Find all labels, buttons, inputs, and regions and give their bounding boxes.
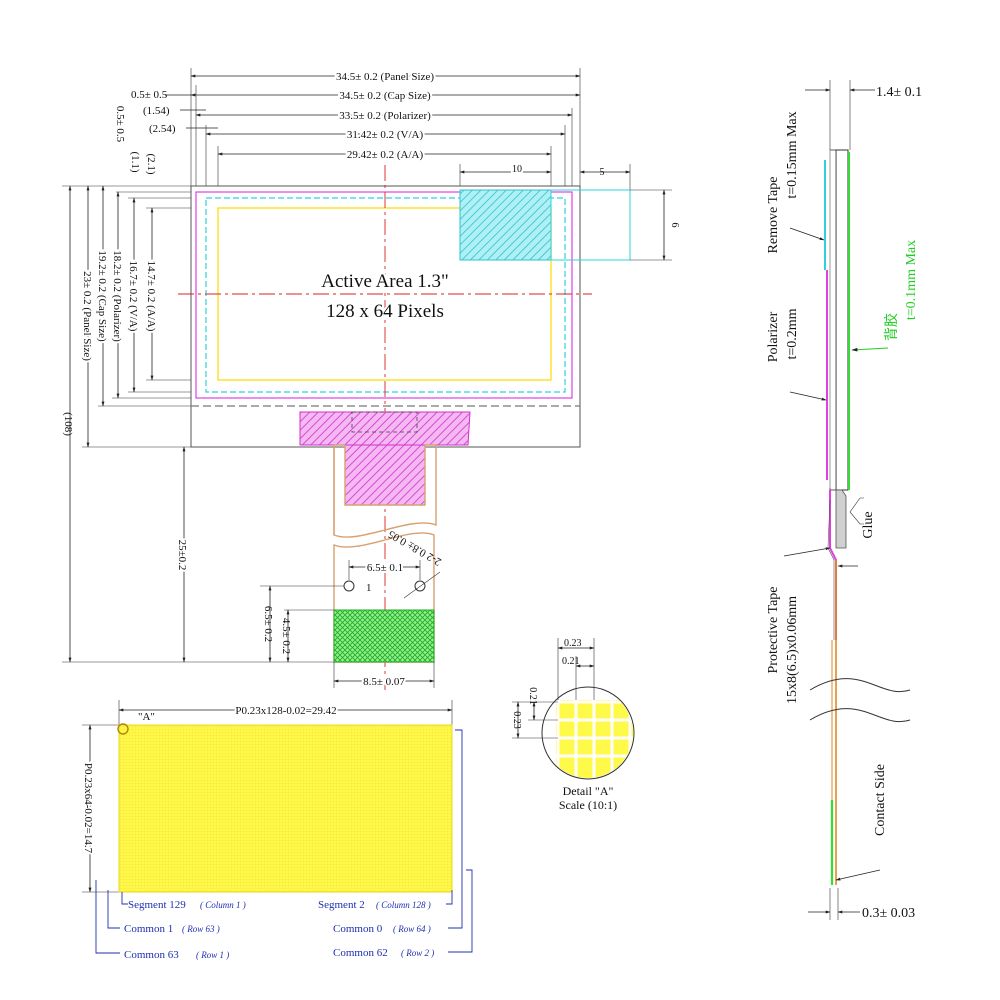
detail-dim-1: 0.23 (564, 638, 582, 649)
pixel-height-label: P0.23x64-0.02=14.7 (82, 763, 94, 854)
detail-scale: Scale (10:1) (559, 798, 617, 812)
fpc-cable: 6.5± 0.1 1 2-2 0.8± 0.05 4.5± 0.2 6.5± 0… (260, 411, 471, 690)
detail-dim-3: 0.21 (527, 687, 538, 705)
dim-six: 6 (669, 223, 680, 228)
contact-side-label: Contact Side (873, 764, 888, 836)
dim-polarizer: 33.5± 0.2 (Polarizer) (339, 110, 431, 122)
common-right-1: Common 0 (333, 923, 383, 935)
pin-one-label: 1 (366, 582, 372, 594)
dim-contact-height: 4.5± 0.2 (280, 618, 292, 654)
detail-a-marker (117, 723, 129, 735)
dim-v1: (1.1) (129, 151, 141, 172)
protective-tape-label: Protective Tape (766, 586, 781, 673)
dim-pol-height: 18.2± 0.2 (Polarizer) (111, 250, 123, 342)
back-glue-label: 背胶 (883, 313, 900, 341)
polarizer-outline (195, 191, 573, 399)
active-area-pixels: 128 x 64 Pixels (326, 301, 444, 322)
dim-left-offset: 0.5± 0.5 (131, 89, 168, 101)
polarizer-label: Polarizer (766, 311, 781, 362)
common-left-1-sub: ( Row 63 ) (182, 924, 220, 934)
dim-fpc-length: 25±0.2 (176, 540, 188, 571)
dim-v2: (2.1) (145, 153, 157, 174)
back-glue-thickness: t=0.1mm Max (904, 240, 919, 320)
remove-tape-thickness: t=0.15mm Max (785, 111, 800, 198)
dim-cap-height: 19.2± 0.2 (Cap Size) (96, 250, 108, 342)
detail-dim-2: 0.21 (562, 656, 580, 667)
detail-title: Detail "A" (563, 784, 614, 798)
remove-tape-tab (459, 189, 552, 261)
dim-pol-offset: (1.54) (143, 105, 170, 117)
dim-ten: 10 (512, 164, 522, 175)
common-left-1: Common 1 (124, 923, 173, 935)
dim-fpc-height: 6.5± 0.2 (262, 606, 274, 642)
front-view: 34.5± 0.2 (Panel Size) 34.5± 0.2 (Cap Si… (62, 68, 680, 690)
common-right-2-sub: ( Row 2 ) (401, 948, 434, 958)
segment-left-sub: ( Column 1 ) (200, 900, 246, 910)
common-right-2: Common 62 (333, 947, 388, 959)
segment-right-sub: ( Column 128 ) (376, 900, 431, 910)
detail-a-ref: "A" (138, 711, 155, 723)
detail-a: 0.23 0.21 0.21 0.23 Detail "A" Scale (10… (511, 638, 635, 812)
glue-label: Glue (861, 511, 876, 538)
side-bottom-dim: 0.3± 0.03 (862, 906, 915, 921)
dim-aa-height: 14.7± 0.2 (A/A) (145, 261, 157, 332)
dim-panel-size: 34.5± 0.2 (Panel Size) (336, 71, 434, 83)
fpc-contact-area (333, 609, 435, 663)
cyan-outline (205, 197, 566, 393)
dim-hole-pitch: 6.5± 0.1 (367, 562, 403, 574)
protective-tape-size: 15x8(6.5)x0.06mm (785, 596, 800, 704)
dim-five: 5 (600, 167, 605, 178)
pixel-map: P0.23x128-0.02=29.42 P0.23x64-0.02=14.7 … (80, 700, 473, 961)
dim-aa: 29.42± 0.2 (A/A) (347, 149, 424, 161)
left-dimensions: (108) 23± 0.2 (Panel Size) 19.2± 0.2 (Ca… (62, 106, 335, 663)
remove-tape-label: Remove Tape (766, 177, 781, 254)
segment-left: Segment 129 (128, 899, 186, 911)
dim-left-offset-v: 0.5± 0.5 (114, 106, 126, 143)
dim-total-height: (108) (62, 412, 74, 436)
dim-cap-size: 34.5± 0.2 (Cap Size) (339, 90, 431, 102)
dim-panel-height: 23± 0.2 (Panel Size) (81, 271, 93, 361)
polarizer-thickness: t=0.2mm (785, 308, 800, 359)
side-view: 1.4± 0.1 Remove Tape t=0.15mm Max 背胶 t=0… (766, 80, 922, 921)
common-right-1-sub: ( Row 64 ) (393, 924, 431, 934)
segment-right: Segment 2 (318, 899, 365, 911)
common-left-2: Common 63 (124, 949, 179, 961)
dim-contact-width: 8.5± 0.07 (363, 676, 405, 688)
dim-va-offset: (2.54) (149, 123, 176, 135)
active-area-title: Active Area 1.3" (321, 271, 449, 292)
pixel-width-label: P0.23x128-0.02=29.42 (235, 705, 336, 717)
detail-dim-4: 0.23 (511, 711, 522, 729)
dim-va: 31.42± 0.2 (V/A) (347, 129, 424, 141)
pixel-array (118, 724, 453, 893)
top-dimensions: 34.5± 0.2 (Panel Size) 34.5± 0.2 (Cap Si… (131, 68, 631, 200)
common-left-2-sub: ( Row 1 ) (196, 950, 229, 960)
side-top-dim: 1.4± 0.1 (876, 85, 922, 100)
dim-va-height: 16.7± 0.2 (V/A) (127, 261, 139, 332)
